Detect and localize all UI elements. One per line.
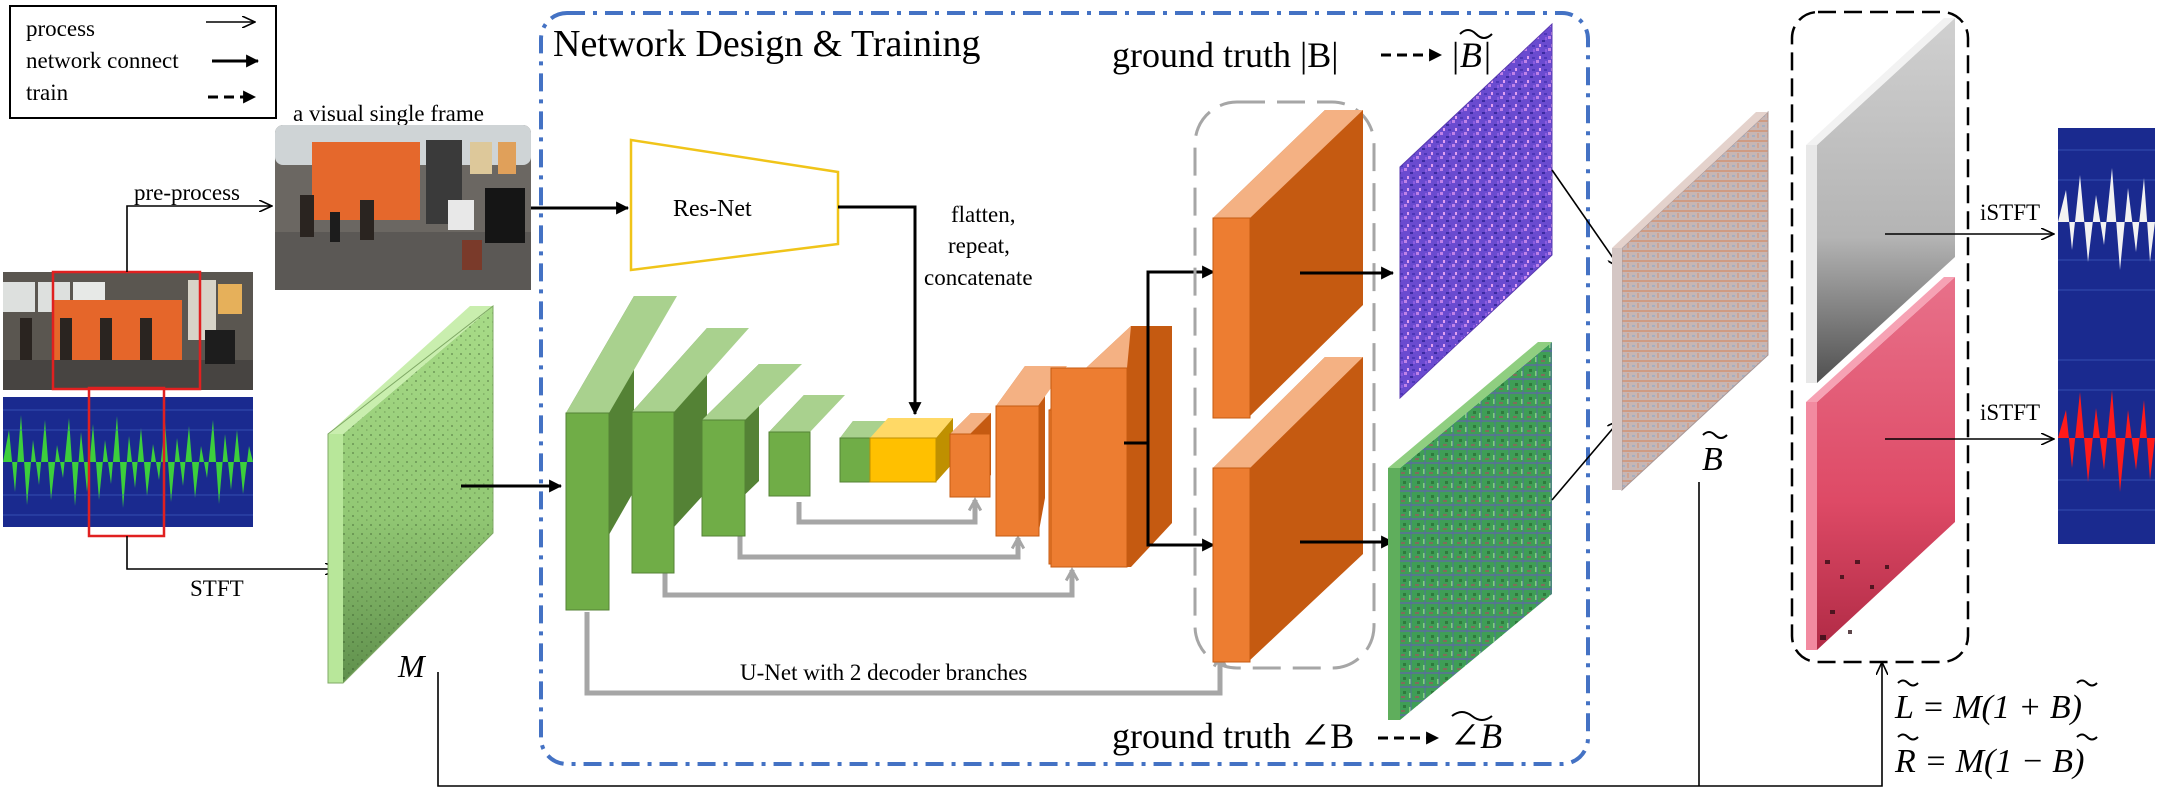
magnitude-output-spectrogram bbox=[1399, 22, 1553, 400]
network-design-title: Network Design & Training bbox=[553, 23, 981, 65]
decoder-block-4 bbox=[1050, 326, 1172, 568]
network-design-box bbox=[539, 11, 1590, 766]
resnet-label: Res-Net bbox=[673, 196, 752, 222]
encoder-block-2 bbox=[631, 328, 749, 574]
right-channel-spectrogram bbox=[1806, 277, 1955, 650]
phase-output-spectrogram bbox=[1388, 342, 1552, 720]
btilde-spectrogram bbox=[1612, 110, 1769, 492]
equation-right: R = M(1 − B) bbox=[1894, 743, 2084, 780]
decoder-branch-split-lower bbox=[1146, 443, 1216, 552]
preprocess-label: pre-process bbox=[134, 180, 240, 205]
output-waveforms bbox=[2058, 128, 2155, 544]
istft-top-label: iSTFT bbox=[1980, 200, 2040, 225]
legend-network-label: network connect bbox=[26, 48, 179, 73]
decoder-branch-split bbox=[1124, 265, 1216, 445]
channel-output-group bbox=[1790, 10, 1970, 664]
skip-connections bbox=[584, 500, 1220, 696]
resnet-to-bottleneck-arrow bbox=[838, 205, 922, 416]
unet-encoder bbox=[565, 296, 886, 611]
svg-text:ground truth ∠B: ground truth ∠B bbox=[1112, 716, 1354, 756]
phase-to-btilde-arrow bbox=[1551, 420, 1620, 501]
fusion-label-2: repeat, bbox=[948, 233, 1010, 258]
gt-magnitude-target: |B| bbox=[1450, 35, 1492, 75]
mixture-symbol: M bbox=[397, 648, 427, 684]
stft-arrow bbox=[126, 536, 338, 569]
bottleneck-block bbox=[869, 418, 953, 483]
legend-process-label: process bbox=[26, 16, 95, 41]
svg-text:ground truth |B|: ground truth |B| bbox=[1112, 35, 1338, 75]
stft-label: STFT bbox=[190, 576, 244, 601]
output-equations: L = M(1 + B) R = M(1 − B) bbox=[1894, 679, 2098, 780]
input-video-strip bbox=[3, 270, 253, 391]
decoder-block-1 bbox=[949, 413, 991, 498]
gt-phase-label: ground truth ∠B ∠B bbox=[1112, 711, 1502, 756]
frame-caption: a visual single frame bbox=[293, 101, 484, 126]
input-waveform bbox=[3, 386, 253, 538]
fusion-label-1: flatten, bbox=[951, 202, 1016, 227]
preprocess-arrow bbox=[126, 206, 272, 272]
unet-decoder bbox=[949, 326, 1172, 568]
encoder-block-4 bbox=[768, 395, 845, 497]
decoder-branches-group bbox=[1193, 100, 1376, 670]
istft-bottom-label: iSTFT bbox=[1980, 400, 2040, 425]
legend: process network connect train bbox=[9, 5, 277, 119]
magnitude-branch-block bbox=[1212, 110, 1363, 419]
mixture-feedback-arrow bbox=[437, 662, 1882, 787]
unet-caption: U-Net with 2 decoder branches bbox=[740, 660, 1027, 685]
decoder-block-2 bbox=[995, 366, 1067, 537]
right-waveform bbox=[2058, 390, 2155, 492]
left-waveform bbox=[2058, 168, 2155, 270]
left-channel-spectrogram bbox=[1806, 18, 1955, 383]
fusion-label-3: concatenate bbox=[924, 265, 1033, 290]
gt-magnitude-label: ground truth |B| |B| bbox=[1112, 29, 1493, 75]
encoder-block-3 bbox=[701, 364, 802, 537]
resnet-block: Res-Net bbox=[629, 138, 840, 272]
encoder-block-1 bbox=[565, 296, 677, 611]
equation-left: L = M(1 + B) bbox=[1894, 689, 2082, 726]
btilde-symbol: B bbox=[1702, 441, 1723, 478]
phase-branch-block bbox=[1212, 357, 1363, 663]
gt-phase-target: ∠B bbox=[1450, 716, 1502, 756]
mixture-spectrogram bbox=[327, 304, 494, 684]
legend-train-label: train bbox=[26, 80, 69, 105]
btilde-tilde bbox=[1702, 431, 1728, 439]
visual-single-frame bbox=[275, 125, 531, 290]
magnitude-to-btilde-arrow bbox=[1551, 169, 1620, 268]
